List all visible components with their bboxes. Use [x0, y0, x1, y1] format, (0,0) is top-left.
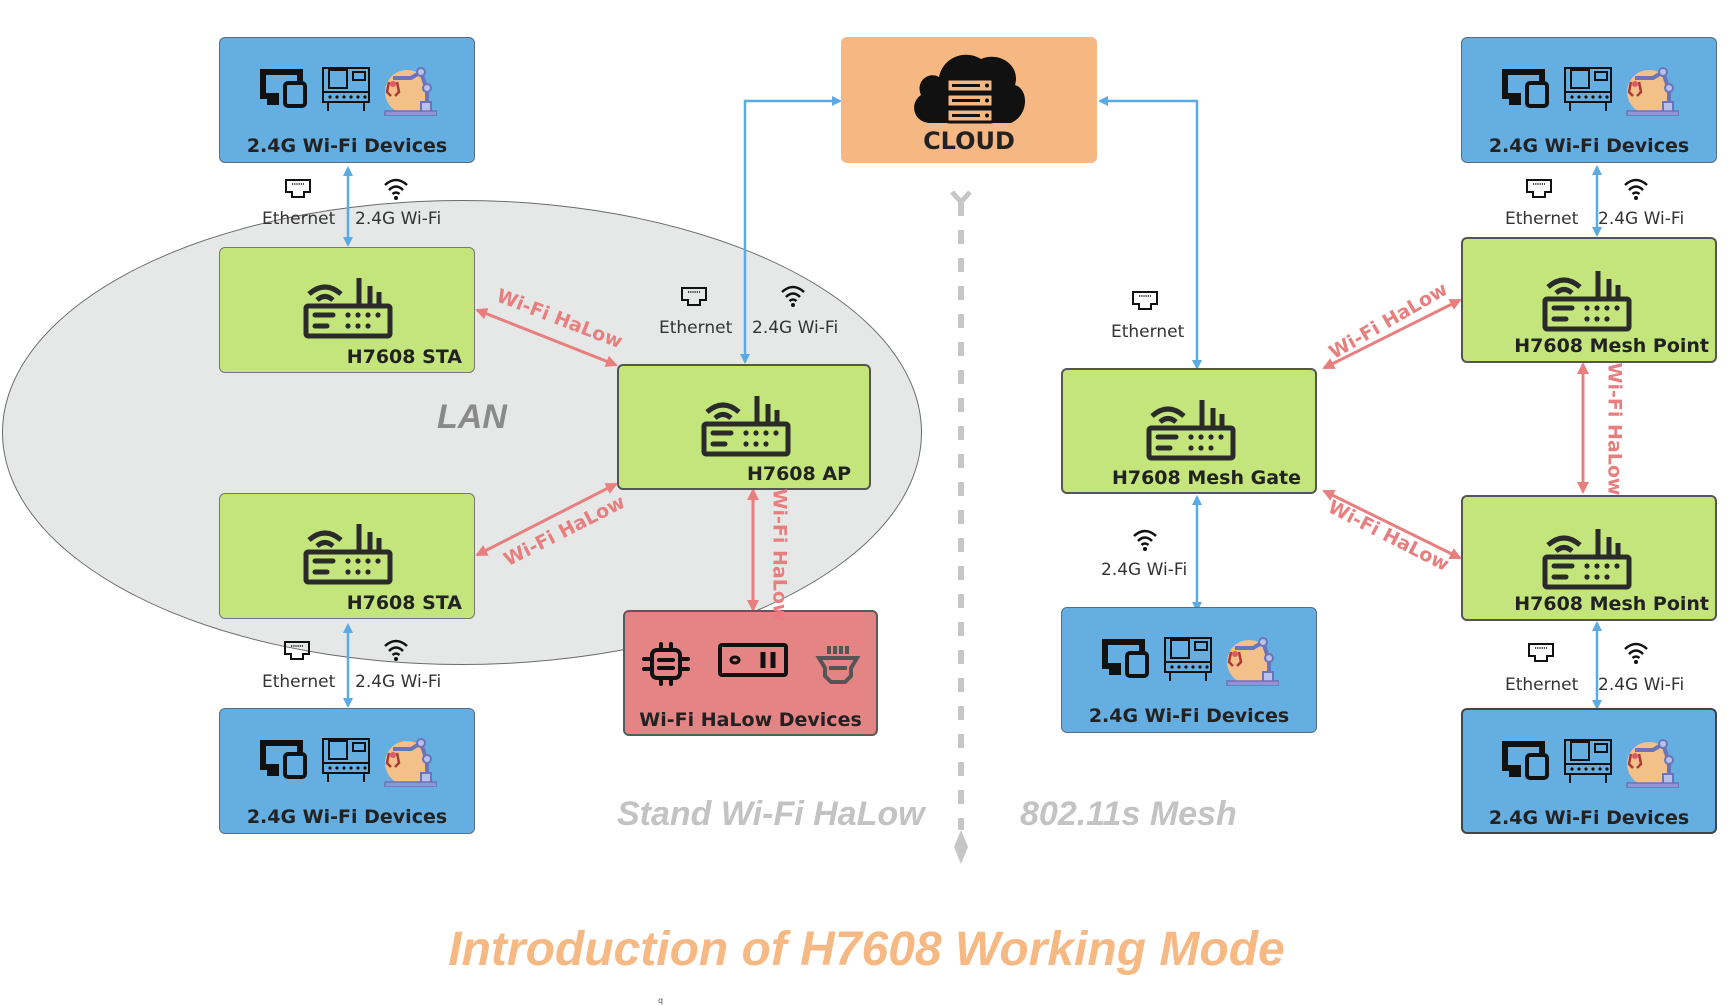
device-icons	[1062, 636, 1316, 686]
router-node-sta-top: H7608 STA	[219, 247, 475, 373]
halow-link-sta-bottom-ap	[475, 482, 618, 557]
ethernet-port-icon	[681, 287, 707, 306]
footnote-mark: q	[658, 996, 664, 1005]
page-title: Introduction of H7608 Working Mode	[448, 923, 1285, 976]
device-icons	[220, 737, 474, 787]
wifi-devices-label: 2.4G Wi-Fi Devices	[1088, 705, 1290, 727]
section-divider	[950, 190, 972, 864]
wifi-icon	[384, 178, 408, 200]
robot-arm-icon	[384, 67, 437, 116]
ethernet-label: Ethernet	[1111, 322, 1185, 342]
ethernet-label: Ethernet	[1505, 209, 1579, 229]
ethernet-label: Ethernet	[262, 672, 336, 692]
switch-icon	[717, 643, 788, 677]
wifi-devices-node-left-bottom: 2.4G Wi-Fi Devices	[219, 708, 475, 834]
router-node-ap: H7608 AP	[617, 364, 871, 490]
ethernet-port-icon	[285, 179, 311, 198]
halow-link-label: Wi-Fi HaLow	[1603, 362, 1626, 496]
wifi-label: 2.4G Wi-Fi	[1598, 209, 1685, 229]
wifi-devices-node-right-bottom: 2.4G Wi-Fi Devices	[1461, 708, 1717, 834]
halow-link-label: Wi-Fi HaLow	[768, 488, 791, 622]
robot-arm-icon	[1226, 637, 1279, 686]
device-icons	[1462, 66, 1716, 116]
router-icon	[303, 278, 393, 339]
wifi-label: 2.4G Wi-Fi	[355, 672, 442, 692]
lan-label: LAN	[437, 398, 507, 436]
wifi-devices-node-mesh-gate: 2.4G Wi-Fi Devices	[1061, 607, 1317, 733]
ethernet-label: Ethernet	[262, 209, 336, 229]
router-node-sta-bottom: H7608 STA	[219, 493, 475, 619]
wifi-icon	[781, 285, 805, 307]
router-icon	[1146, 400, 1236, 461]
router-icon	[1542, 271, 1632, 332]
wifi-label: 2.4G Wi-Fi	[1598, 675, 1685, 695]
cloud-server-icon	[914, 54, 1026, 124]
industrial-machine-icon	[1564, 67, 1612, 111]
router-label: H7608 STA	[346, 346, 462, 368]
industrial-machine-icon	[322, 738, 370, 782]
router-node-mesh-point-bottom: H7608 Mesh Point	[1461, 495, 1717, 621]
wifi-devices-label: 2.4G Wi-Fi Devices	[1488, 807, 1690, 829]
router-node-mesh-gate: H7608 Mesh Gate	[1061, 368, 1317, 494]
monitor-phone-icon	[1502, 741, 1549, 780]
router-label: H7608 STA	[346, 592, 462, 614]
monitor-phone-icon	[1102, 639, 1149, 678]
ethernet-label: Ethernet	[1505, 675, 1579, 695]
device-icons	[1463, 738, 1715, 788]
router-icon	[1542, 529, 1632, 590]
ethernet-port-icon	[1526, 179, 1552, 198]
section-title-standard: Stand Wi-Fi HaLow	[617, 795, 925, 833]
wifi-icon	[1624, 178, 1648, 200]
halow-link-gate-point-top	[1322, 298, 1462, 370]
industrial-machine-icon	[1164, 637, 1212, 681]
router-label: H7608 Mesh Gate	[1111, 467, 1301, 489]
wifi-devices-label: 2.4G Wi-Fi Devices	[246, 806, 448, 828]
industrial-machine-icon	[1564, 739, 1612, 783]
router-icon	[701, 396, 791, 457]
device-icons	[625, 642, 876, 686]
robot-arm-icon	[1626, 67, 1679, 116]
monitor-phone-icon	[260, 740, 307, 779]
halow-link-sta-top-ap	[475, 308, 618, 367]
ethernet-label: Ethernet	[659, 318, 733, 338]
wifi-devices-node-left-top: 2.4G Wi-Fi Devices	[219, 37, 475, 163]
section-title-mesh: 802.11s Mesh	[1020, 795, 1237, 833]
robot-arm-icon	[384, 738, 437, 787]
wifi-devices-label: 2.4G Wi-Fi Devices	[1488, 135, 1690, 157]
bulb-socket-icon	[814, 646, 861, 684]
chip-icon	[641, 642, 690, 686]
halow-devices-node: Wi-Fi HaLow Devices	[623, 610, 878, 736]
router-icon	[303, 524, 393, 585]
device-icons	[220, 66, 474, 116]
halow-devices-label: Wi-Fi HaLow Devices	[639, 709, 862, 731]
ethernet-port-icon	[284, 641, 310, 660]
cloud-node: CLOUD	[841, 37, 1097, 163]
wifi-label: 2.4G Wi-Fi	[752, 318, 839, 338]
wifi-icon	[1624, 642, 1648, 664]
monitor-phone-icon	[1502, 69, 1549, 108]
wifi-icon	[384, 639, 408, 661]
cloud-label: CLOUD	[923, 127, 1015, 155]
router-label: H7608 Mesh Point	[1514, 593, 1709, 615]
ethernet-port-icon	[1528, 643, 1554, 662]
industrial-machine-icon	[322, 67, 370, 111]
wifi-icon	[1133, 529, 1157, 551]
router-node-mesh-point-top: H7608 Mesh Point	[1461, 237, 1717, 363]
ethernet-port-icon	[1132, 291, 1158, 310]
wifi-label: 2.4G Wi-Fi	[355, 209, 442, 229]
wifi-devices-node-right-top: 2.4G Wi-Fi Devices	[1461, 37, 1717, 163]
robot-arm-icon	[1626, 739, 1679, 788]
router-label: H7608 Mesh Point	[1514, 335, 1709, 357]
wifi-devices-label: 2.4G Wi-Fi Devices	[246, 135, 448, 157]
link-gate-cloud	[1098, 96, 1202, 370]
link-ap-cloud	[740, 96, 842, 364]
monitor-phone-icon	[260, 69, 307, 108]
halow-link-gate-point-bottom	[1322, 489, 1462, 560]
wifi-label: 2.4G Wi-Fi	[1101, 560, 1188, 580]
router-label: H7608 AP	[746, 463, 851, 485]
